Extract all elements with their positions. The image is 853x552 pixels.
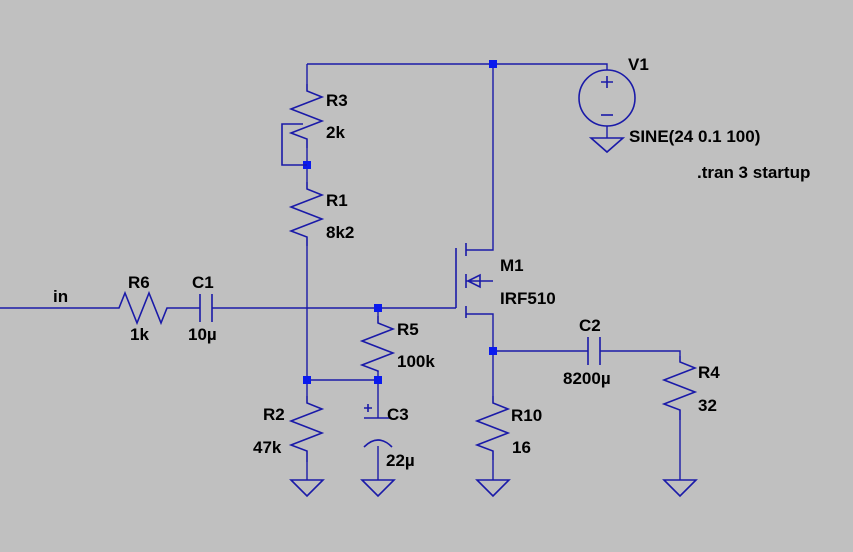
resistor-zigzag-icon: [474, 396, 511, 460]
v1-value-label[interactable]: SINE(24 0.1 100): [629, 127, 760, 146]
wire-r3-bypass: [281, 123, 307, 166]
source-circle-icon: [578, 69, 636, 127]
c2-name-label[interactable]: C2: [579, 316, 601, 335]
resistor-r4[interactable]: [661, 356, 698, 420]
r10-name-label[interactable]: R10: [511, 406, 542, 425]
grounds: [289, 137, 698, 498]
resistor-zigzag-icon: [288, 182, 325, 246]
capacitor-c1[interactable]: [199, 294, 213, 322]
r5-value-label[interactable]: 100k: [397, 352, 435, 371]
junction-dot: [374, 376, 382, 384]
junction-dot: [489, 347, 497, 355]
resistor-r10[interactable]: [474, 396, 511, 460]
resistor-r5[interactable]: [359, 316, 396, 372]
r1-name-label[interactable]: R1: [326, 191, 348, 210]
resistor-zigzag-icon: [288, 396, 325, 462]
wire-drain[interactable]: [466, 64, 494, 251]
wire-source[interactable]: [466, 313, 494, 396]
resistor-zigzag-icon: [359, 316, 396, 372]
c2-value-label[interactable]: 8200µ: [563, 369, 611, 388]
resistor-r3[interactable]: [281, 84, 325, 166]
r1-value-label[interactable]: 8k2: [326, 223, 354, 242]
capacitor-curved-plate-icon: [363, 439, 393, 448]
c1-name-label[interactable]: C1: [192, 273, 214, 292]
v1-name-label[interactable]: V1: [628, 55, 649, 74]
r6-value-label[interactable]: 1k: [130, 325, 149, 344]
resistor-r6[interactable]: [112, 290, 176, 326]
r3-name-label[interactable]: R3: [326, 91, 348, 110]
resistor-zigzag-icon: [661, 356, 698, 420]
resistor-zigzag-icon: [112, 290, 176, 326]
mosfet-m1[interactable]: [455, 243, 493, 318]
c3-name-label[interactable]: C3: [387, 405, 409, 424]
r2-name-label[interactable]: R2: [263, 405, 285, 424]
r4-name-label[interactable]: R4: [698, 363, 720, 382]
r3-value-label[interactable]: 2k: [326, 123, 345, 142]
wire-r5-bottom[interactable]: [307, 372, 379, 381]
capacitor-plates-icon: [587, 337, 601, 365]
resistor-r2[interactable]: [288, 396, 325, 462]
r6-name-label[interactable]: R6: [128, 273, 150, 292]
m1-value-label[interactable]: IRF510: [500, 289, 556, 308]
r4-value-label[interactable]: 32: [698, 396, 717, 415]
r5-name-label[interactable]: R5: [397, 320, 419, 339]
labels: in V1 SINE(24 0.1 100) R3 2k R1 8k2 M1 I…: [53, 55, 810, 470]
r2-value-label[interactable]: 47k: [253, 438, 282, 457]
capacitor-c2[interactable]: [587, 337, 601, 365]
resistor-r1[interactable]: [288, 182, 325, 246]
r10-value-label[interactable]: 16: [512, 438, 531, 457]
resistor-zigzag-icon: [288, 84, 325, 148]
ground-icon[interactable]: [360, 479, 396, 498]
c1-value-label[interactable]: 10µ: [188, 325, 217, 344]
ground-icon[interactable]: [588, 137, 626, 154]
wire-supply-rail[interactable]: [307, 63, 608, 70]
ground-icon[interactable]: [662, 479, 698, 498]
ground-icon[interactable]: [289, 479, 325, 498]
spice-directive[interactable]: .tran 3 startup: [697, 163, 810, 182]
c3-value-label[interactable]: 22µ: [386, 451, 415, 470]
ground-icon[interactable]: [475, 479, 511, 498]
voltage-source-v1[interactable]: [578, 69, 636, 127]
wire-c2-right[interactable]: [600, 350, 681, 356]
capacitor-plates-icon: [199, 294, 213, 322]
junction-dot: [374, 304, 382, 312]
junction-dot: [489, 60, 497, 68]
polarity-plus-icon: [364, 404, 372, 412]
wires: [0, 63, 681, 480]
junction-dot: [303, 376, 311, 384]
m1-name-label[interactable]: M1: [500, 256, 524, 275]
plus-icon: [601, 76, 613, 88]
capacitor-c3[interactable]: [363, 404, 393, 448]
net-label-in[interactable]: in: [53, 287, 68, 306]
body-arrow-icon: [466, 273, 493, 289]
